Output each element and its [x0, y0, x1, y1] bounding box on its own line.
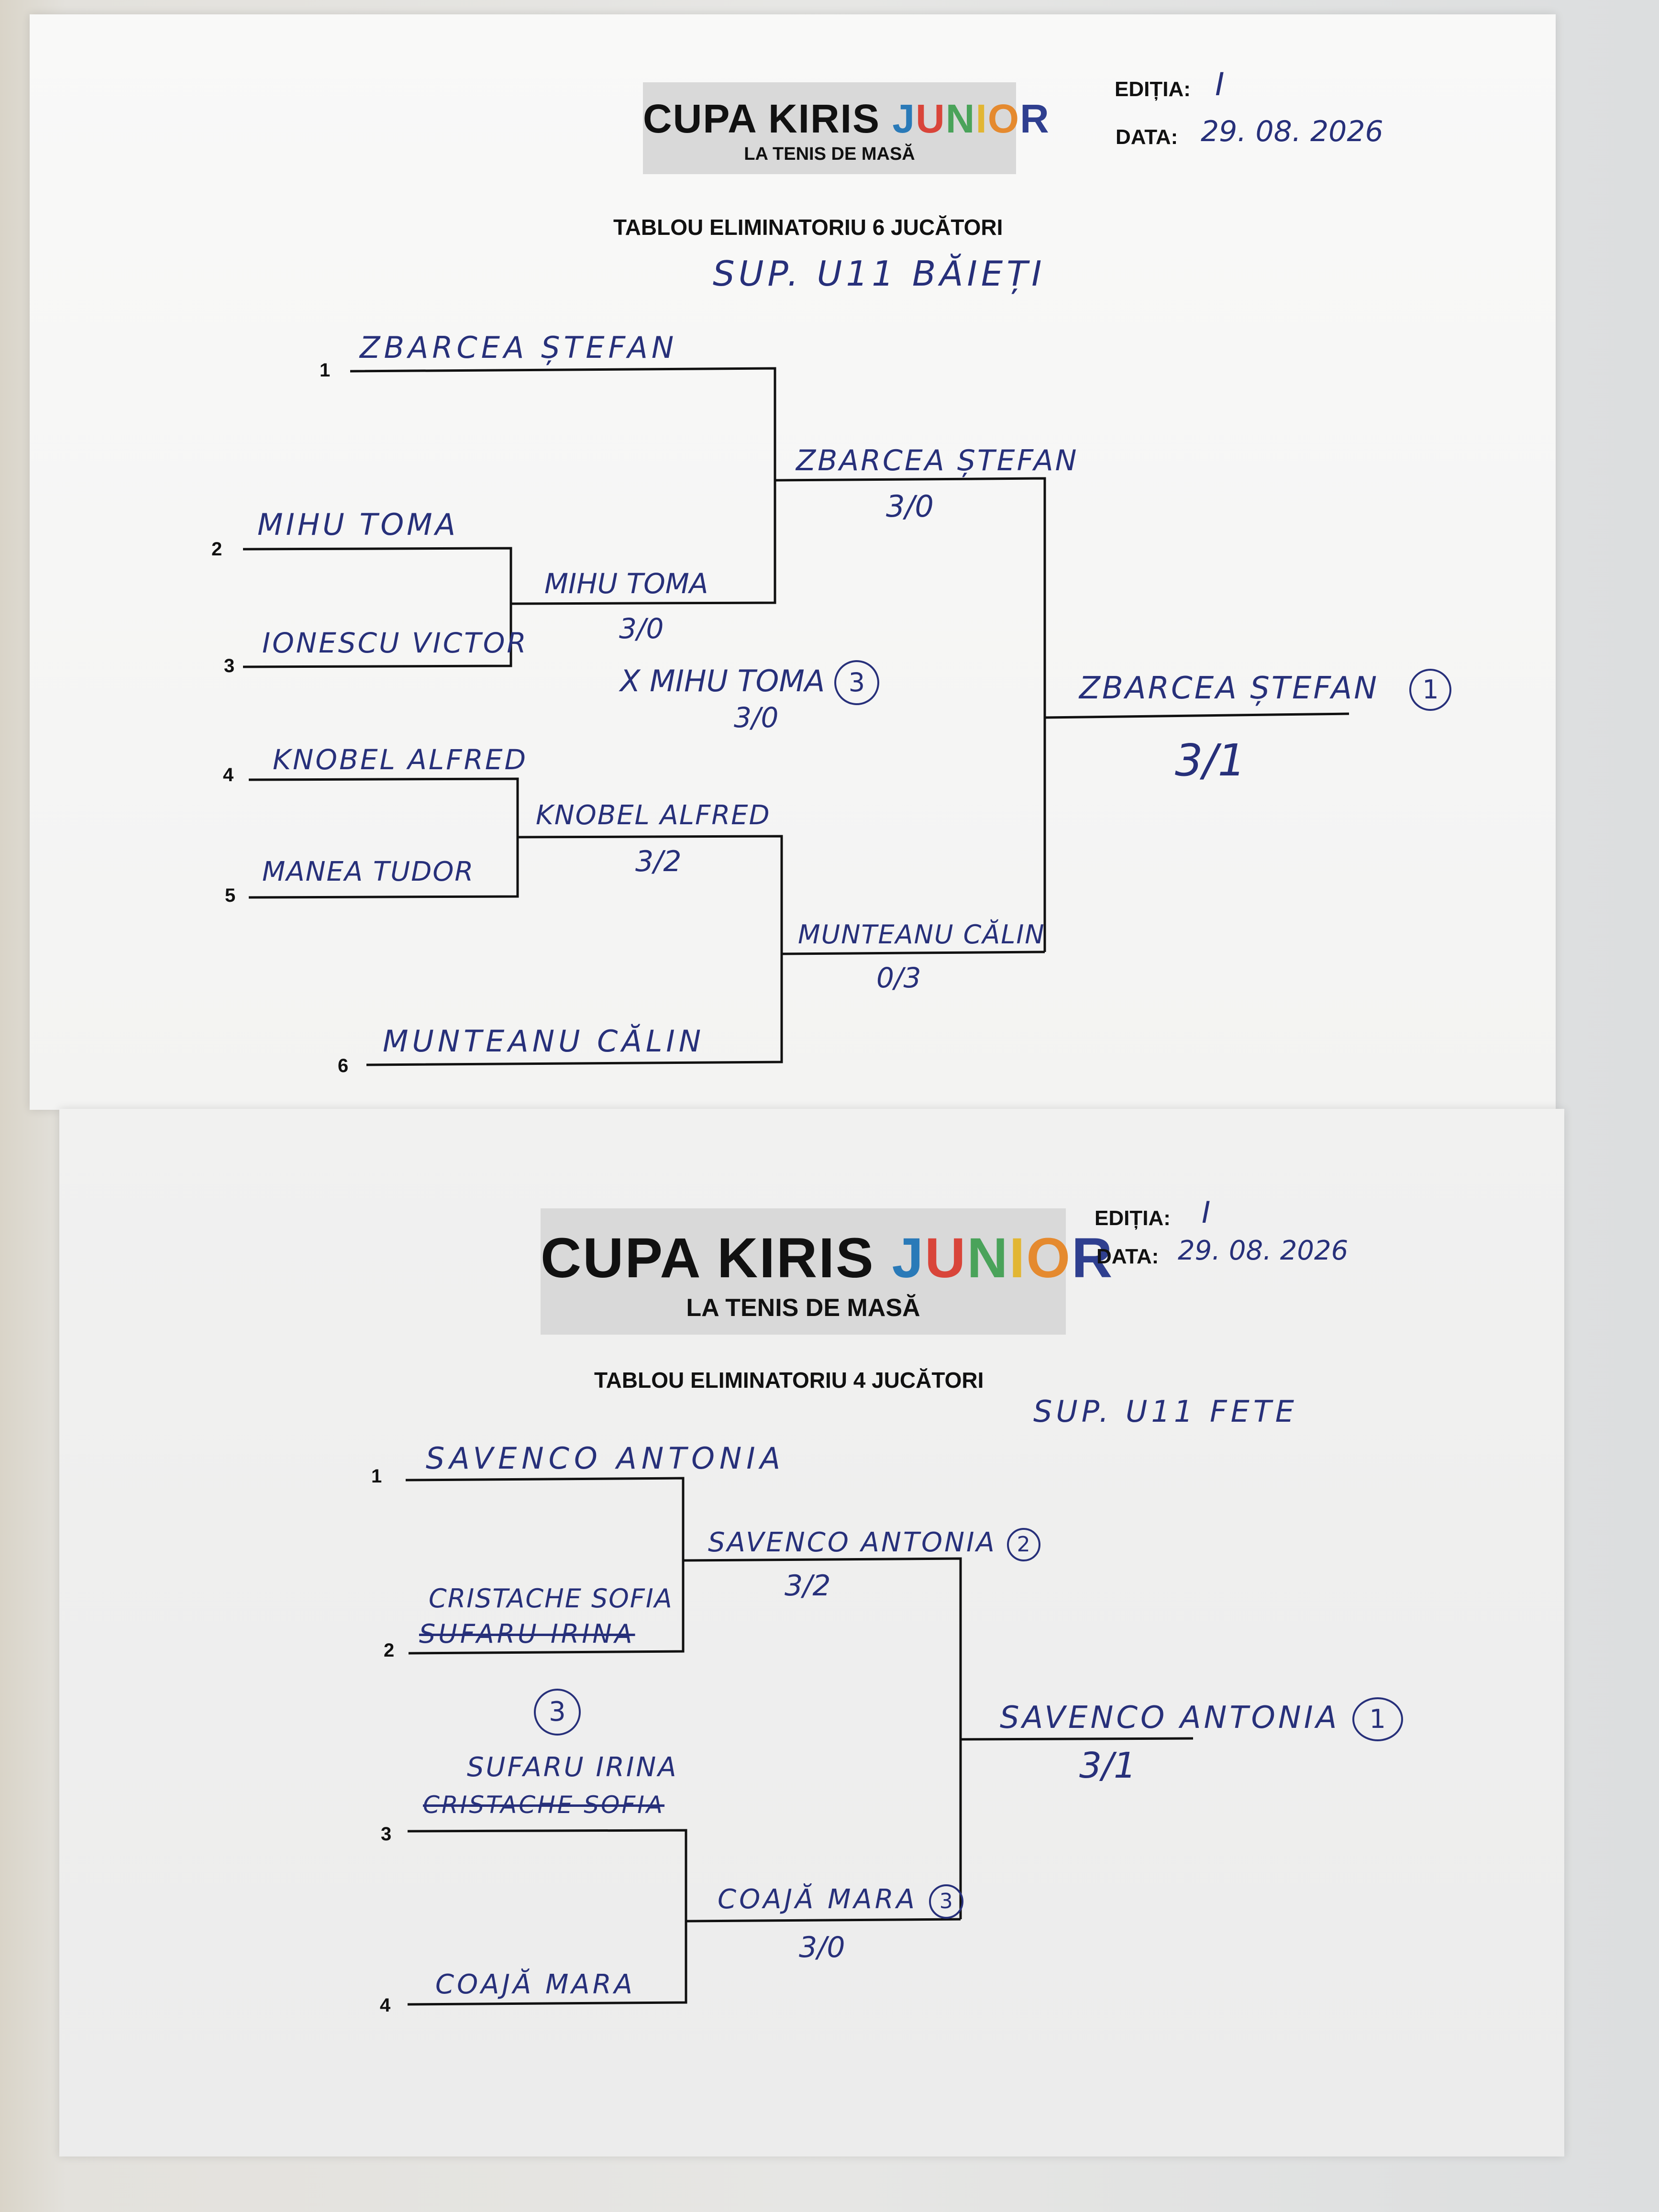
semi-bottom-score: 0/3 [876, 962, 921, 994]
editia-label: EDIȚIA: [1115, 77, 1191, 101]
bracket-title: TABLOU ELIMINATORIU 4 JUCĂTORI [594, 1368, 984, 1393]
semi-bottom-rank: 3 [929, 1884, 963, 1919]
player-3-struck: CRISTACHE SOFIA [423, 1791, 665, 1819]
seed-4: 4 [223, 764, 234, 785]
final-winner-rank: 1 [1352, 1697, 1403, 1741]
data-value: 29. 08. 2026 [1178, 1235, 1349, 1266]
player-2: MIHU TOMA [257, 507, 459, 542]
rank-mark: 3 [534, 1689, 581, 1736]
seed-5: 5 [225, 885, 236, 906]
player-1: SAVENCO ANTONIA [426, 1441, 785, 1476]
semi-top-winner: SAVENCO ANTONIA [708, 1527, 996, 1558]
logo-top: CUPA KIRIS JUNIOR LA TENIS DE MASĂ [643, 82, 1049, 174]
logo-junior: JUNIOR [892, 1227, 1114, 1290]
bracket-title: TABLOU ELIMINATORIU 6 JUCĂTORI [613, 215, 1003, 240]
editia-value: I [1202, 1195, 1211, 1230]
r1-m2-winner: KNOBEL ALFRED [536, 800, 771, 831]
final-winner-name: SAVENCO ANTONIA [1000, 1700, 1340, 1736]
player-1: ZBARCEA ȘTEFAN [360, 330, 678, 365]
final-winner-bottom: SAVENCO ANTONIA 1 [1000, 1697, 1403, 1741]
seed-2: 2 [384, 1640, 395, 1661]
semi-top-winner: ZBARCEA ȘTEFAN [796, 444, 1079, 477]
player-2: CRISTACHE SOFIA [429, 1583, 673, 1614]
bracket-sheet-boys [30, 14, 1556, 1110]
data-value: 29. 08. 2026 [1201, 115, 1383, 148]
data-label: DATA: [1116, 125, 1178, 149]
logo-cupa-kiris: CUPA KIRIS [643, 96, 893, 141]
third-place-name: X MIHU TOMA [620, 664, 825, 698]
semi-bottom-score: 3/0 [799, 1931, 845, 1964]
r1-m1-winner: MIHU TOMA [544, 567, 708, 600]
final-score: 3/1 [1079, 1745, 1137, 1786]
final-winner-top: ZBARCEA ȘTEFAN 1 [1079, 669, 1452, 711]
seed-4: 4 [380, 1995, 391, 2016]
player-3: SUFARU IRINA [467, 1752, 678, 1783]
third-place-score: 3/0 [734, 701, 779, 734]
semi-top-score: 3/2 [785, 1569, 831, 1603]
category: SUP. U11 BĂIEȚI [713, 254, 1046, 294]
semi-bottom-winner: COAJĂ MARA [718, 1884, 918, 1915]
logo-cupa-kiris: CUPA KIRIS [541, 1227, 892, 1290]
r1-m1-score: 3/0 [619, 612, 664, 645]
seed-6: 6 [338, 1055, 349, 1076]
editia-value: I [1215, 66, 1225, 103]
final-score: 3/1 [1175, 735, 1246, 786]
player-5: MANEA TUDOR [262, 856, 475, 887]
player-4: KNOBEL ALFRED [273, 743, 528, 776]
category: SUP. U11 FETE [1033, 1394, 1298, 1429]
logo-subtitle: LA TENIS DE MASĂ [686, 1294, 920, 1322]
logo-junior: JUNIOR [892, 96, 1050, 141]
semi-top-score: 3/0 [886, 489, 934, 524]
player-6: MUNTEANU CĂLIN [383, 1024, 705, 1059]
semi-top-rank: 2 [1006, 1528, 1040, 1561]
seed-2: 2 [211, 539, 222, 560]
seed-3: 3 [381, 1824, 392, 1845]
seed-1: 1 [320, 360, 331, 381]
r1-m2-score: 3/2 [635, 845, 682, 878]
semi-top: SAVENCO ANTONIA 2 [708, 1527, 1040, 1561]
data-label: DATA: [1096, 1245, 1159, 1268]
logo-subtitle: LA TENIS DE MASĂ [744, 144, 915, 164]
semi-bottom-winner: MUNTEANU CĂLIN [798, 919, 1045, 950]
logo-bottom: CUPA KIRIS JUNIOR LA TENIS DE MASĂ [541, 1208, 1112, 1335]
player-4: COAJĂ MARA [435, 1969, 635, 2000]
semi-bottom: COAJĂ MARA 3 [718, 1884, 963, 1919]
third-place-match: X MIHU TOMA 3 [620, 660, 879, 705]
seed-3: 3 [224, 655, 235, 676]
third-place-rank: 3 [834, 660, 879, 705]
seed-1: 1 [371, 1466, 382, 1487]
final-winner-rank: 1 [1409, 669, 1452, 711]
player-2-struck: SUFARU IRINA [419, 1619, 635, 1649]
editia-label: EDIȚIA: [1095, 1206, 1171, 1230]
final-winner-name: ZBARCEA ȘTEFAN [1079, 671, 1379, 706]
player-3: IONESCU VICTOR [262, 627, 528, 659]
